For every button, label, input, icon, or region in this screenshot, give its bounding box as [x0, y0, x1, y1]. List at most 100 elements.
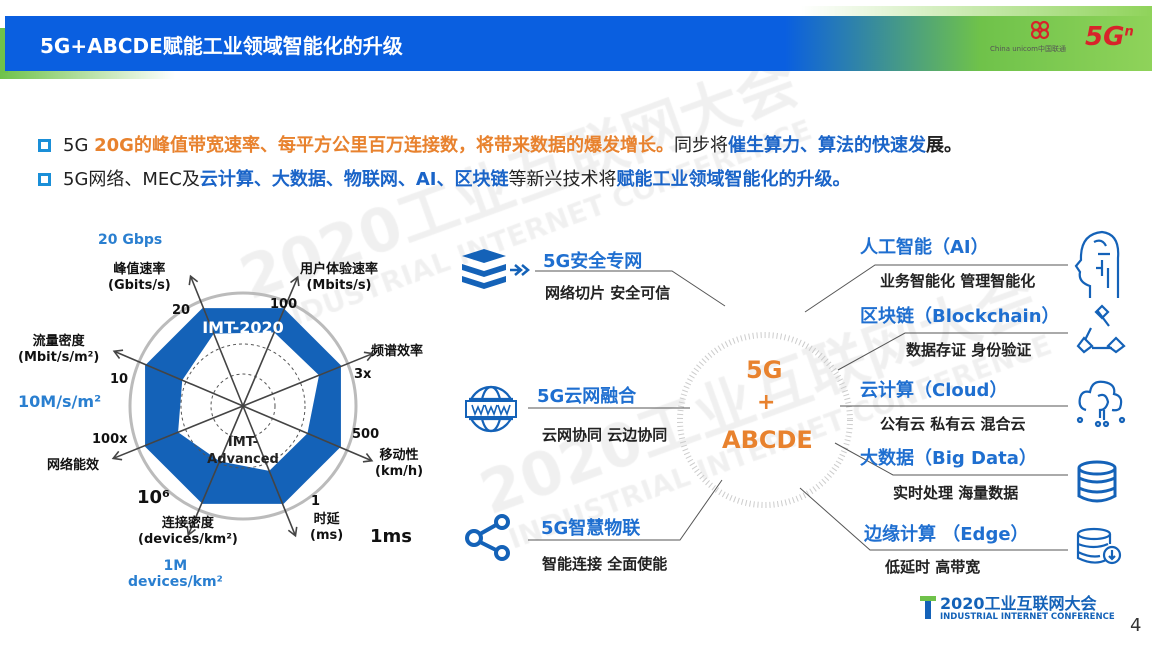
- bullet-text: 展。: [925, 135, 962, 156]
- center-5g: 5G: [746, 356, 783, 384]
- logo-mark: [920, 596, 936, 601]
- blockchain-nodes-icon: [1076, 304, 1126, 354]
- radar-axis-label: 连接密度 (devices/km²): [138, 516, 238, 547]
- unicom-text: China unicom中国联通: [990, 45, 1066, 53]
- radar-axis: [112, 405, 244, 460]
- left-item-title: 5G智慧物联: [541, 518, 641, 539]
- right-icons: [1074, 230, 1126, 565]
- right-item-title-ai: 人工智能（AI）: [860, 237, 989, 258]
- center-abcde: ABCDE: [722, 426, 813, 454]
- radar-axis: [242, 405, 373, 462]
- axis-arrow-icon: [188, 274, 199, 286]
- logo-cn: 2020工业互联网大会: [940, 594, 1097, 613]
- axis-arrow-icon: [363, 351, 375, 362]
- radar-axis: [113, 350, 244, 407]
- radar-highlight-value: 10M/s/m²: [18, 392, 102, 411]
- right-item-title-blockchain: 区块链（Blockchain）: [860, 306, 1060, 327]
- logo-5g: 5Gn: [1085, 22, 1134, 52]
- axis-arrow-icon: [290, 275, 300, 287]
- right-item-sub-cloud: 公有云 私有云 混合云: [880, 415, 1026, 433]
- radar-highlight-value: 20 Gbps: [98, 232, 163, 248]
- cloud-brain-icon: [1076, 380, 1126, 428]
- radar-outer-ring: [128, 291, 358, 521]
- china-unicom-logo: China unicom中国联通 5Gn: [990, 20, 1140, 66]
- imt-advanced-polygon: [178, 332, 320, 471]
- right-item-sub-ai: 业务智能化 管理智能化: [880, 272, 1036, 290]
- radar-axis: [242, 276, 299, 407]
- bullet-square-icon: [38, 173, 51, 186]
- right-item-title-cloud: 云计算（Cloud）: [860, 380, 1008, 401]
- left-item-sub: 智能连接 全面使能: [542, 555, 668, 573]
- radar-axis-label: 网络能效: [47, 458, 100, 473]
- radar-axis: [189, 275, 244, 407]
- share-nodes-icon: [465, 514, 510, 561]
- axis-arrow-icon: [362, 453, 374, 463]
- radar-axis: [242, 405, 297, 537]
- bullet-text: 20G的峰值带宽速率、每平方公里百万连接数，将带来数据的爆发增长。: [94, 135, 674, 156]
- radar-axis-value: 3x: [354, 367, 372, 382]
- center-plus: +: [757, 390, 776, 415]
- globe-www-icon: [465, 385, 517, 433]
- radar-highlight-value: 1M devices/km²: [128, 558, 223, 590]
- radar-axis-label: 流量密度 (Mbit/s/m²): [18, 334, 100, 365]
- axis-arrow-icon: [186, 525, 196, 537]
- radar-axis-label: 时延 (ms): [310, 512, 344, 543]
- bullet-text: 催生算力、算法的快速发: [727, 135, 926, 156]
- slide-title: 5G+ABCDE赋能工业领域智能化的升级: [40, 34, 403, 58]
- left-item-sub: 云网协同 云边协同: [542, 426, 668, 444]
- bullet-text: 云计算、大数据、物联网、AI、区块链: [199, 169, 509, 190]
- right-item-title-bigdata: 大数据（Big Data）: [860, 448, 1037, 469]
- header-accent: [0, 28, 8, 73]
- bullet-text: 赋能工业领域智能化的升级。: [616, 169, 851, 190]
- right-item-title-edge: 边缘计算 （Edge）: [864, 524, 1029, 545]
- layers-arrow-icon: [462, 249, 530, 289]
- radar-axis-value: 20: [172, 303, 191, 318]
- radar-axis: [242, 352, 374, 407]
- header-bar: [5, 16, 1152, 71]
- bullet-text: 等新兴技术将: [508, 169, 617, 190]
- radar-axis: [187, 405, 244, 536]
- radar-axis-value: 10⁶: [137, 487, 170, 508]
- right-item-sub-edge: 低延时 高带宽: [885, 558, 981, 576]
- radar-axis-label: 移动性 (km/h): [375, 448, 424, 479]
- logo-en: INDUSTRIAL INTERNET CONFERENCE: [940, 612, 1115, 622]
- bullet-square-icon: [38, 139, 51, 152]
- radar-axis-label: 用户体验速率 (Mbits/s): [300, 262, 379, 293]
- database-icon: [1077, 460, 1117, 503]
- right-item-sub-bigdata: 实时处理 海量数据: [893, 484, 1019, 502]
- axis-arrow-icon: [287, 526, 298, 538]
- radar-axis-value: 100: [270, 297, 298, 312]
- bullet-1: 5G 20G的峰值带宽速率、每平方公里百万连接数，将带来数据的爆发增长。同步将催…: [38, 131, 962, 157]
- bullet-text: 5G网络、MEC及: [63, 169, 200, 190]
- database-download-icon: [1076, 527, 1122, 565]
- bullet-2: 5G网络、MEC及云计算、大数据、物联网、AI、区块链等新兴技术将赋能工业领域智…: [38, 165, 851, 191]
- bullet-text: 5G: [63, 135, 95, 156]
- page-number: 4: [1130, 615, 1142, 636]
- imt-advanced-label: IMT-: [228, 435, 258, 450]
- right-item-sub-blockchain: 数据存证 身份验证: [906, 341, 1032, 359]
- radar-axis-label: 频谱效率: [371, 344, 424, 359]
- header-accent: [800, 6, 1152, 16]
- radar-axis-value: 10: [110, 372, 129, 387]
- imt-advanced-label: Advanced: [207, 452, 279, 467]
- left-item-title: 5G安全专网: [543, 251, 643, 272]
- axis-arrow-icon: [112, 349, 124, 359]
- imt2020-label: IMT-2020: [202, 318, 284, 337]
- radar-axis-label: 峰值速率 (Gbits/s): [108, 262, 171, 293]
- radar-grid-circle: [210, 373, 276, 439]
- header-accent: [0, 71, 175, 79]
- radar-axis-value: 100x: [92, 432, 128, 447]
- radar-grid-circle: [180, 343, 306, 469]
- left-item-title: 5G云网融合: [537, 386, 637, 407]
- bullet-text: 同步将: [673, 135, 728, 156]
- center-dotted-circle: [677, 332, 853, 508]
- axis-arrow-icon: [111, 450, 123, 461]
- ai-head-icon: [1074, 230, 1120, 298]
- radar-highlight-value: 1ms: [370, 526, 412, 547]
- unicom-knot-icon: [1030, 20, 1050, 40]
- radar-axis-value: 500: [352, 427, 380, 442]
- logo-mark: [925, 601, 931, 619]
- radar-axis-value: 1: [311, 494, 321, 509]
